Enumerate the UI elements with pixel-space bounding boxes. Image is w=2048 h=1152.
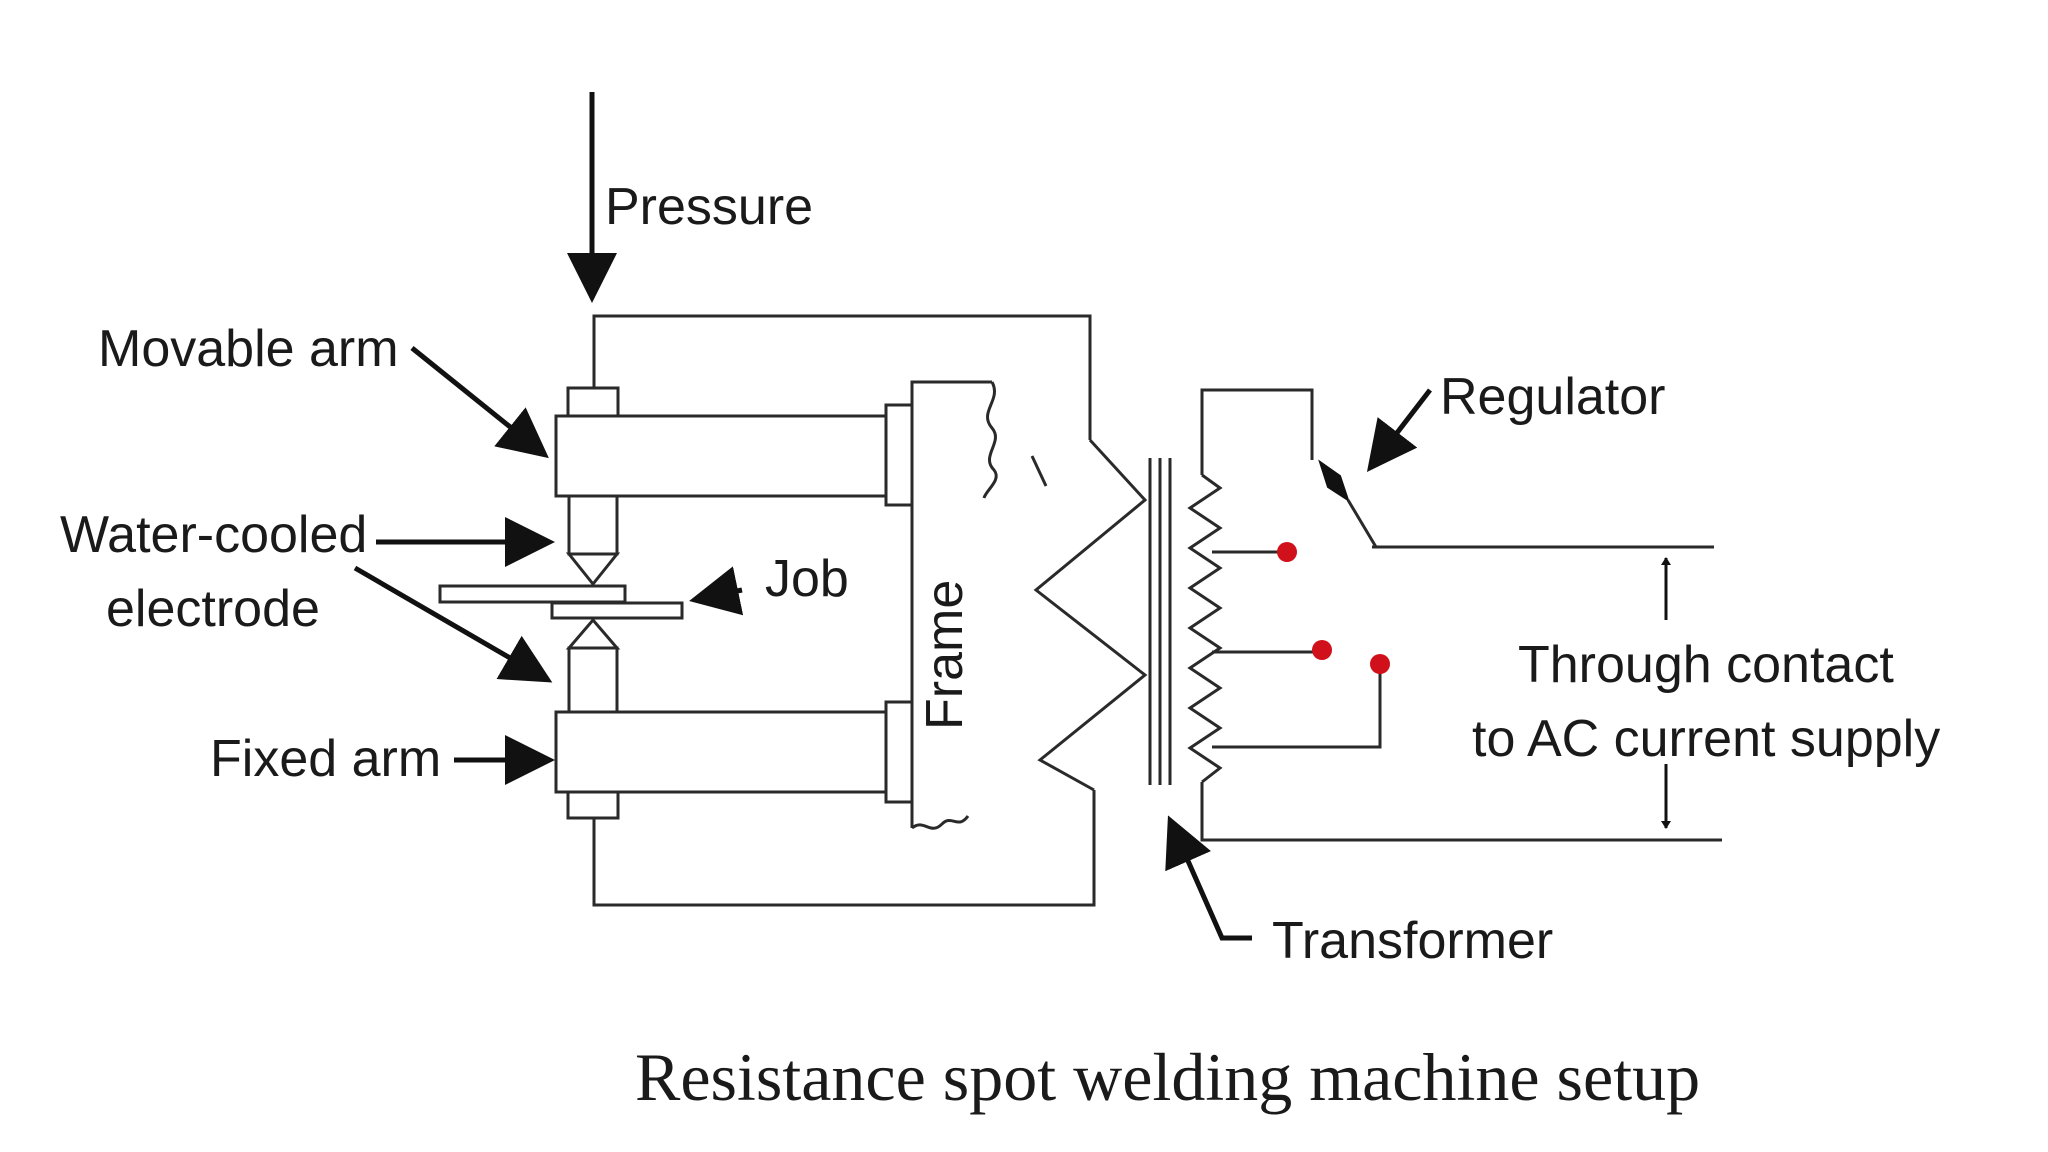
through-contact-label-line1: Through contact xyxy=(1518,636,1894,694)
job-label: Job xyxy=(765,550,849,608)
regulator-arrow xyxy=(1366,388,1432,472)
regulator-contact xyxy=(1346,499,1378,548)
lower-electrode-tip xyxy=(565,617,621,650)
fixed-arm-label: Fixed arm xyxy=(210,730,441,788)
primary-circuit-top xyxy=(1200,388,1314,475)
frame-label: Frame xyxy=(916,580,974,730)
primary-coil xyxy=(1187,473,1223,784)
water-cooled-label-line2: electrode xyxy=(106,580,320,638)
primary-circuit-bottom xyxy=(1200,782,1722,842)
movable-arm-cap xyxy=(566,386,620,418)
through-contact-label-line2: to AC current supply xyxy=(1472,710,1940,768)
transformer-label: Transformer xyxy=(1272,912,1553,970)
frame-outline xyxy=(910,380,992,405)
pressure-label: Pressure xyxy=(605,178,813,236)
diagram-caption: Resistance spot welding machine setup xyxy=(635,1039,1700,1115)
water-cooled-label-line1: Water-cooled xyxy=(60,506,367,564)
tap-point-1 xyxy=(1277,542,1297,562)
movable-arm xyxy=(554,414,888,498)
upper-electrode-tip xyxy=(565,552,621,587)
upper-electrode xyxy=(567,494,619,556)
fixed-arm-cap xyxy=(566,790,620,820)
movable-arm-end xyxy=(884,403,914,507)
tap-point-3 xyxy=(1370,654,1390,674)
electrode-lower-arrow xyxy=(353,565,553,683)
frame-break-lower xyxy=(911,815,970,830)
movable-arm-arrow xyxy=(410,346,549,459)
frame-tick xyxy=(1030,455,1048,487)
job-plate-lower xyxy=(550,601,684,620)
secondary-circuit-bottom xyxy=(592,790,1096,907)
regulator-symbol xyxy=(1318,459,1350,503)
job-plate-upper xyxy=(438,584,627,604)
movable-arm-label: Movable arm xyxy=(98,320,399,378)
secondary-circuit-top xyxy=(592,314,1092,440)
transformer-arrow xyxy=(1165,815,1252,941)
secondary-coil xyxy=(1033,438,1148,792)
tap-line-3 xyxy=(1212,665,1382,749)
tap-point-2 xyxy=(1312,640,1332,660)
job-arrow xyxy=(689,566,744,616)
frame-break-upper xyxy=(982,381,998,499)
regulator-label: Regulator xyxy=(1440,368,1665,426)
fixed-arm xyxy=(554,710,888,794)
lower-electrode xyxy=(567,646,619,714)
fixed-arm-end xyxy=(884,700,914,804)
